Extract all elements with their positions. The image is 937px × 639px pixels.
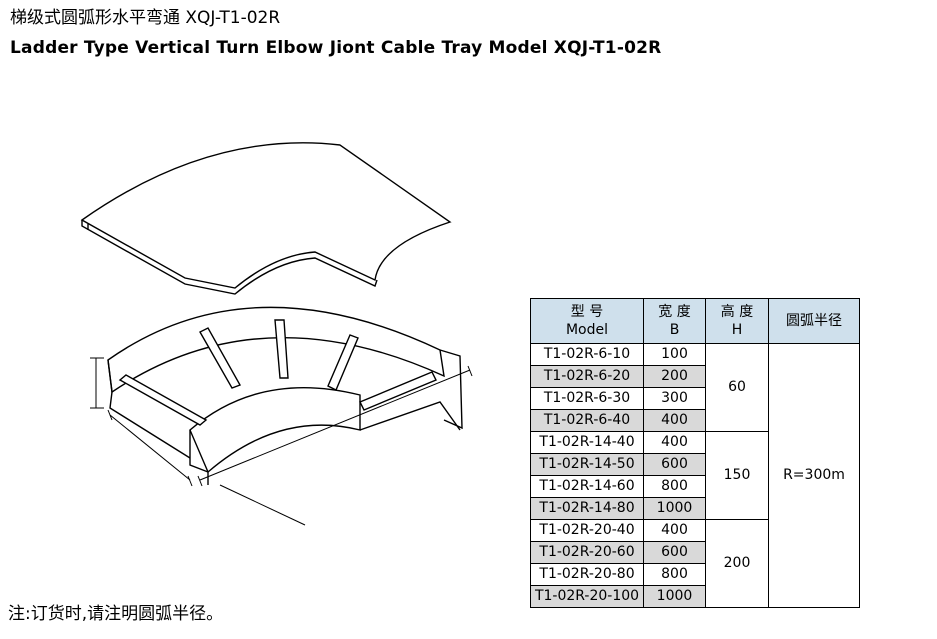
cell-model: T1-02R-20-100 [530,585,644,608]
cell-width: 800 [643,563,706,586]
header-width-cn: 宽 度 [658,304,691,320]
table-row: T1-02R-6-20 200 [530,365,860,388]
table-row: T1-02R-20-60 600 [530,541,860,564]
header-width-sym: B [669,322,680,338]
cell-model: T1-02R-6-10 [530,343,644,366]
outer-side-rail [107,306,463,430]
cell-width: 400 [643,409,706,432]
table-row: T1-02R-20-40 400 200 [530,519,860,608]
header-model-cn: 型 号 [570,304,604,320]
header-model: 型 号 Model [530,298,644,344]
cell-width: 800 [643,475,706,498]
table-row: T1-02R-20-80 800 [530,563,860,586]
cell-model: T1-02R-14-60 [530,475,644,498]
cell-width: 600 [643,453,706,476]
table-row: T1-02R-14-50 600 [530,453,860,476]
cell-width: 300 [643,387,706,410]
header-height-cn: 高 度 [720,304,754,320]
dimension-lines [90,357,473,526]
cell-model: T1-02R-20-60 [530,541,644,564]
table-row: T1-02R-20-100 1000 [530,585,860,608]
cover-plate [80,142,452,295]
ladder-rungs [118,319,437,426]
header-radius-cn: 圆弧半径 [786,313,842,329]
header-model-en: Model [565,322,609,338]
cell-width: 100 [643,343,706,366]
inner-side-rail [189,386,361,474]
title-chinese: 梯级式圆弧形水平弯通 XQJ-T1-02R [10,8,281,28]
cell-model: T1-02R-14-50 [530,453,644,476]
table-header-row: 型 号 Model 宽 度 B 高 度 H 圆弧半径 [530,298,860,344]
cell-radius: R=300m [768,343,860,608]
table-row: T1-02R-6-30 300 [530,387,860,410]
header-height-sym: H [731,322,743,338]
table-row: T1-02R-14-40 400 150 [530,431,860,520]
order-note: 注:订货时,请注明圆弧半径。 [8,604,224,624]
cell-model: T1-02R-14-80 [530,497,644,520]
cell-height: 60 [705,343,769,432]
cell-width: 600 [643,541,706,564]
cell-model: T1-02R-20-80 [530,563,644,586]
cell-model: T1-02R-6-30 [530,387,644,410]
tray-bottom-edges [109,391,461,485]
cell-model: T1-02R-20-40 [530,519,644,542]
cell-width: 1000 [643,497,706,520]
table-row: T1-02R-6-10 100 60 R=300m [530,343,860,608]
cable-tray-elbow-drawing [80,142,473,526]
title-english: Ladder Type Vertical Turn Elbow Jiont Ca… [10,38,662,58]
cell-width: 400 [643,519,706,542]
cell-model: T1-02R-6-20 [530,365,644,388]
header-height: 高 度 H [705,298,769,344]
cell-height: 150 [705,431,769,520]
cell-model: T1-02R-6-40 [530,409,644,432]
cell-height: 200 [705,519,769,608]
table-row: T1-02R-14-80 1000 [530,497,860,520]
spec-table: 型 号 Model 宽 度 B 高 度 H 圆弧半径 T1-02R-6-10 1… [530,298,860,608]
header-radius: 圆弧半径 [768,298,860,344]
cell-model: T1-02R-14-40 [530,431,644,454]
table-row: T1-02R-6-40 400 [530,409,860,432]
cell-width: 200 [643,365,706,388]
header-width: 宽 度 B [643,298,706,344]
cell-width: 400 [643,431,706,454]
cell-width: 1000 [643,585,706,608]
